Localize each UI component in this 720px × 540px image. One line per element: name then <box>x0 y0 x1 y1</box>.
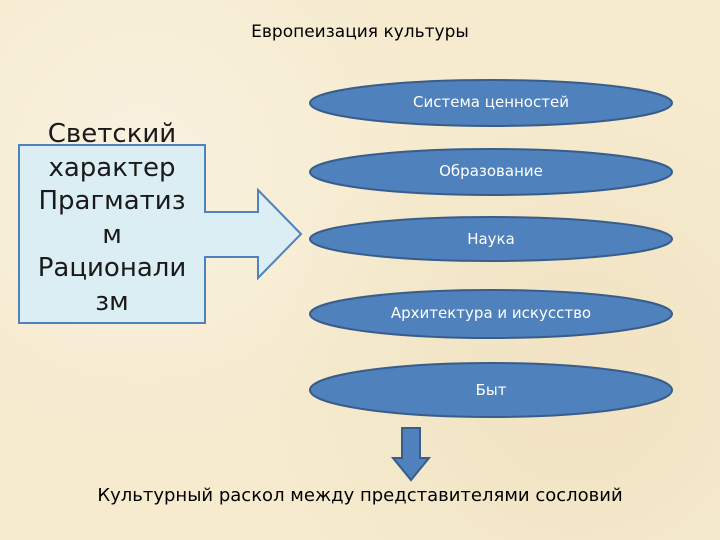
ellipse-architecture <box>309 289 673 339</box>
ellipse-education <box>309 148 673 196</box>
ellipse-daily-life <box>309 362 673 418</box>
ellipse-science <box>309 216 673 262</box>
item-label: Наука <box>467 230 515 248</box>
slide-title: Европеизация культуры <box>251 22 469 42</box>
box-line: зм <box>95 286 129 317</box>
source-box-text: Светский характер Прагматиз м Рационали … <box>19 118 205 319</box>
item-label: Архитектура и искусство <box>390 304 592 322</box>
box-line: Прагматиз <box>38 186 186 216</box>
item-label: Быт <box>475 381 507 399</box>
box-line: Светский <box>47 119 177 149</box>
box-line: характер <box>48 152 176 183</box>
conclusion-text: Культурный раскол между представителями … <box>97 485 623 506</box>
down-arrow-icon <box>390 427 432 482</box>
box-line: м <box>102 219 122 250</box>
item-label: Образование <box>439 162 543 180</box>
callout-arrow-box <box>18 144 303 324</box>
box-line: Рационали <box>37 253 187 283</box>
item-label: Система ценностей <box>413 93 569 111</box>
ellipse-values <box>309 79 673 127</box>
